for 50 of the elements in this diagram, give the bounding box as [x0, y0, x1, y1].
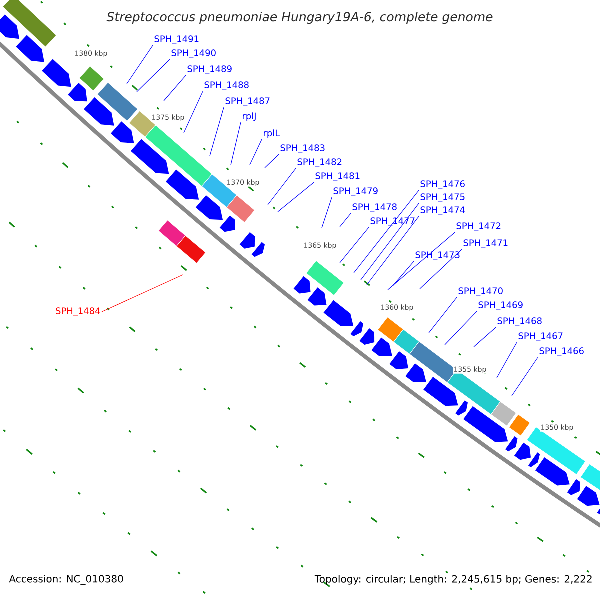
leader-line — [278, 182, 314, 212]
genome-stats-label: Topology: circular; Length: 2,245,615 bp; Genes: 2,222 — [314, 575, 592, 585]
leader-line — [102, 274, 184, 312]
gene-label: SPH_1466 — [540, 348, 584, 356]
gene-label: SPH_1471 — [464, 240, 508, 248]
leader-line — [184, 91, 204, 134]
leader-line — [388, 232, 456, 290]
leader-line — [230, 122, 242, 166]
leader-line — [210, 107, 224, 156]
gene-label: SPH_1489 — [188, 66, 232, 74]
gene-label: SPH_1488 — [204, 82, 249, 90]
gene-label: SPH_1481 — [316, 172, 360, 182]
leader-line — [340, 227, 370, 264]
gene-label: SPH_1487 — [226, 98, 270, 106]
leader-line — [322, 197, 332, 228]
gene-label: SPH_1479 — [334, 188, 378, 196]
gene-label: SPH_1472 — [456, 222, 501, 232]
leader-line — [340, 213, 352, 228]
leader-line — [496, 342, 518, 378]
gene-label: SPH_1482 — [298, 158, 342, 168]
leader-line — [126, 45, 154, 84]
genome-title: Streptococcus pneumoniae Hungary19A-6, complete genome — [106, 12, 493, 24]
gene-label: rplL — [264, 130, 280, 138]
leader-line — [360, 203, 420, 280]
leader-line — [250, 139, 262, 166]
leader-line — [392, 261, 414, 286]
gene-label: SPH_1491 — [154, 36, 199, 44]
gene-label: SPH_1474 — [420, 206, 465, 216]
accession-label: Accession: NC_010380 — [9, 575, 124, 585]
leader-line — [428, 297, 458, 334]
gene-label: SPH_1468 — [498, 318, 542, 326]
gene-label: SPH_1475 — [420, 194, 465, 202]
gene-label: SPH_1490 — [172, 50, 216, 58]
leader-line — [366, 216, 420, 286]
leader-line — [444, 311, 478, 346]
gene-label: SPH_1484 — [56, 308, 100, 316]
gene-label: SPH_1483 — [280, 144, 325, 154]
gene-label: SPH_1470 — [458, 288, 503, 296]
leader-line — [264, 154, 280, 168]
gene-label: rplJ — [243, 112, 256, 122]
leader-line — [268, 168, 296, 206]
gene-label: SPH_1467 — [518, 332, 563, 342]
gene-label: SPH_1476 — [420, 180, 465, 190]
gene-label: SPH_1478 — [352, 204, 397, 212]
leader-line — [164, 75, 186, 102]
leader-line — [512, 357, 538, 396]
leader-line — [474, 327, 496, 348]
gene-label: SPH_1469 — [478, 302, 523, 310]
leader-line — [136, 59, 170, 92]
leader-line — [354, 190, 420, 274]
